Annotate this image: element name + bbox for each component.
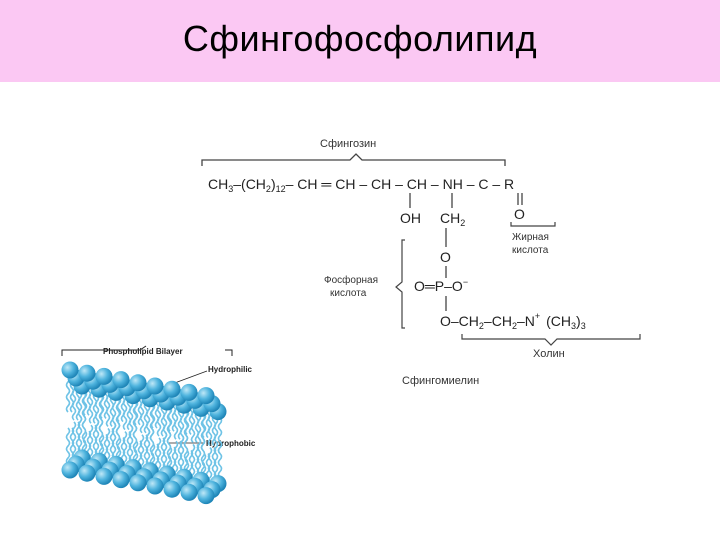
lipid-head [146,477,164,495]
choline-row: O–CH2–CH2–N+(CH3)3 [440,311,586,331]
lipid-tail [71,421,77,459]
lipid-tail [128,425,134,463]
lipid-tail [173,440,179,478]
lipid-tail [207,447,213,485]
lipid-tail [173,402,179,440]
fatty-acid-brace [510,222,556,227]
sphingosine-label: Сфингозин [320,138,376,150]
hydrophilic-arrow [171,370,208,385]
main-chain-formula: CH3–(CH2)12– CH ═ CH – CH – CH – NH – C … [208,176,514,194]
slide-title: Сфингофосфолипид [182,18,538,59]
hydrophilic-label: Hydrophilic [208,365,253,374]
lipid-tail [213,441,219,479]
lipid-tail [77,415,83,453]
hydrophobic-label: Hydrophobic [206,439,256,448]
bilayer-title: Phospholipid Bilayer [103,347,183,356]
lipid-head [197,387,215,405]
lipid-head [197,487,215,505]
lipid-tail [166,431,172,469]
sphingosine-brace [201,153,506,166]
lipid-tail [81,415,87,453]
lipid-tail [98,418,104,456]
lipid-head [61,461,79,479]
choline-brace [461,334,641,346]
fatty-acid-label-line1: Жирная [512,232,549,243]
lipid-tail [105,427,111,465]
lipid-head [112,471,130,489]
lipid-tail [94,418,100,456]
lipid-tail [71,383,77,421]
lipid-tail [139,434,145,472]
title-banner [0,0,720,82]
lipid-head [163,480,181,498]
lipid-head [163,380,181,398]
lipid-tail [179,434,185,472]
lipid-tail [149,428,155,466]
lipid-tail [207,409,213,447]
lipid-tail [122,431,128,469]
lipid-tail [217,441,223,479]
lipid-tail [105,389,111,427]
phosphoric-brace [395,239,405,329]
lipid-head [146,377,164,395]
lipid-tail [162,431,168,469]
lipid-head [78,364,96,382]
lipid-tail [156,399,162,437]
sphingomyelin-label: Сфингомиелин [402,375,479,387]
lipid-tail [88,386,94,424]
lipid-head [61,361,79,379]
lipid-tail [156,437,162,475]
lipid-tail [65,375,71,413]
lipid-tail [115,421,121,459]
phosphate-group: O═P–O− [414,277,468,294]
bilayer-molecules [61,361,227,505]
lipid-tail [122,393,128,431]
lipid-head [180,483,198,501]
lipid-head [78,464,96,482]
lipid-head [129,474,147,492]
lipid-tail [88,424,94,462]
lipid-tail [200,437,206,475]
lipid-tail [111,421,117,459]
lipid-tail [183,434,189,472]
fatty-acid-label-line2: кислота [512,245,549,256]
lipid-tail [190,405,196,443]
lipid-tail [145,428,151,466]
phosphoric-label-line1: Фосфорная [324,274,378,286]
lipid-tail [65,427,71,465]
ch2-group: CH2 [440,210,465,228]
carbonyl-oxygen: O [514,206,525,222]
lipid-head [95,367,113,385]
lipid-head [95,467,113,485]
lipid-tail [190,443,196,481]
lipid-tail [196,437,202,475]
phosphoric-label-line2: кислота [330,288,367,299]
lipid-tail [132,425,138,463]
choline-label: Холин [533,348,565,360]
lipid-head [112,371,130,389]
linking-oxygen: O [440,249,451,265]
hydroxyl-group: OH [400,210,421,226]
lipid-tail [139,396,145,434]
lipid-head [180,383,198,401]
lipid-head [129,374,147,392]
